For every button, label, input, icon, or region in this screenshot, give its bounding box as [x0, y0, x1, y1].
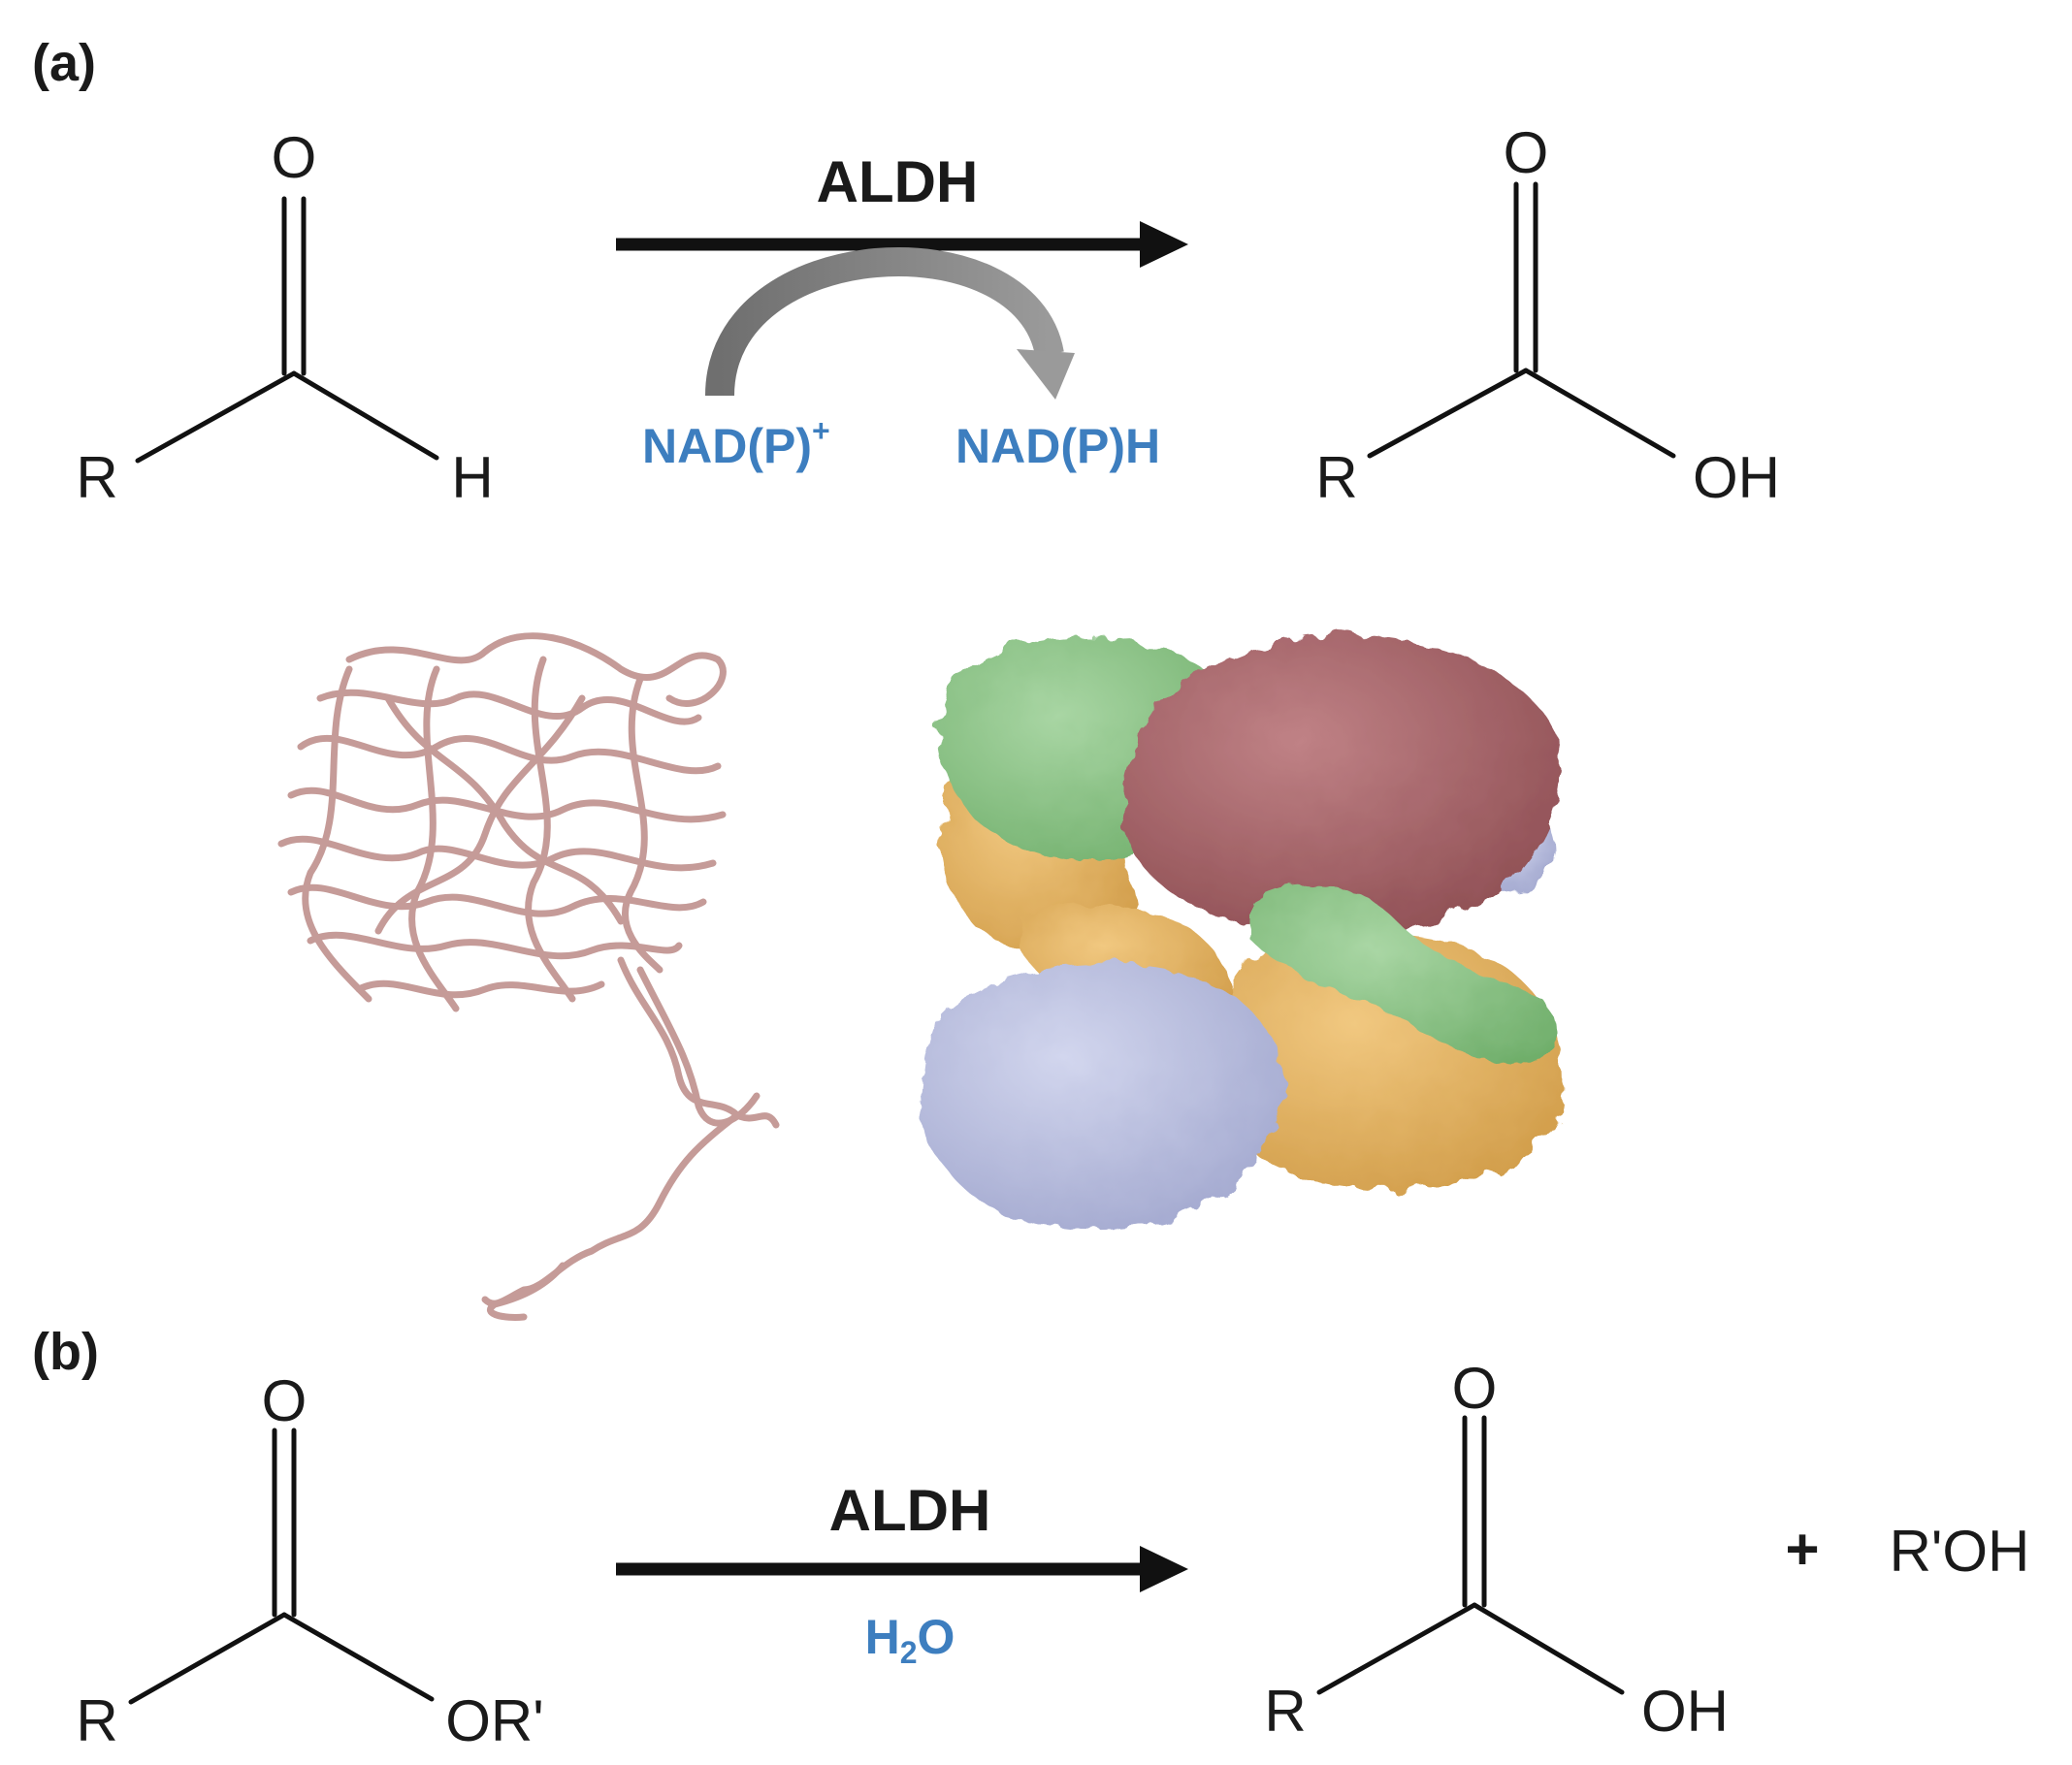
- cofactor-out-label: NAD(P)H: [955, 419, 1160, 473]
- ester-r-group: R: [76, 1688, 117, 1753]
- acid-b-hydroxyl: OH: [1641, 1679, 1729, 1744]
- enzyme-label-a: ALDH: [817, 149, 979, 214]
- reaction-arrow-a: [616, 221, 1188, 268]
- cofactor-curved-arrow: [705, 247, 1075, 400]
- acid-b-oxygen: O: [1452, 1356, 1498, 1421]
- acid-a-oxygen: O: [1504, 120, 1549, 185]
- carboxylic-acid-structure-a: O R OH: [1315, 120, 1780, 510]
- alcohol-byproduct: R'OH: [1890, 1519, 2030, 1584]
- acid-b-r-group: R: [1264, 1679, 1306, 1744]
- aldehyde-r-group: R: [76, 445, 117, 510]
- aldehyde-oxygen: O: [272, 125, 317, 190]
- acid-a-r-group: R: [1315, 445, 1357, 510]
- plus-sign: +: [1785, 1517, 1819, 1582]
- ester-oxygen: O: [262, 1368, 308, 1433]
- ester-structure: O R OR': [76, 1368, 543, 1753]
- aldehyde-structure: O R H: [76, 125, 493, 510]
- panel-a-label: (a): [32, 34, 96, 92]
- carboxylic-acid-structure-b: O R OH: [1264, 1356, 1729, 1744]
- enzyme-label-b: ALDH: [829, 1478, 991, 1543]
- ester-alkoxy: OR': [445, 1688, 543, 1753]
- cofactor-in-label: NAD(P)+: [642, 413, 830, 473]
- panel-b-label: (b): [32, 1323, 99, 1381]
- reaction-arrow-b: [616, 1546, 1188, 1592]
- aldehyde-hydrogen: H: [451, 445, 493, 510]
- protein-surface-tetramer: [920, 634, 1564, 1231]
- water-label: H2O: [865, 1610, 955, 1670]
- protein-ribbon-monomer: [277, 632, 780, 1321]
- acid-a-hydroxyl: OH: [1693, 445, 1780, 510]
